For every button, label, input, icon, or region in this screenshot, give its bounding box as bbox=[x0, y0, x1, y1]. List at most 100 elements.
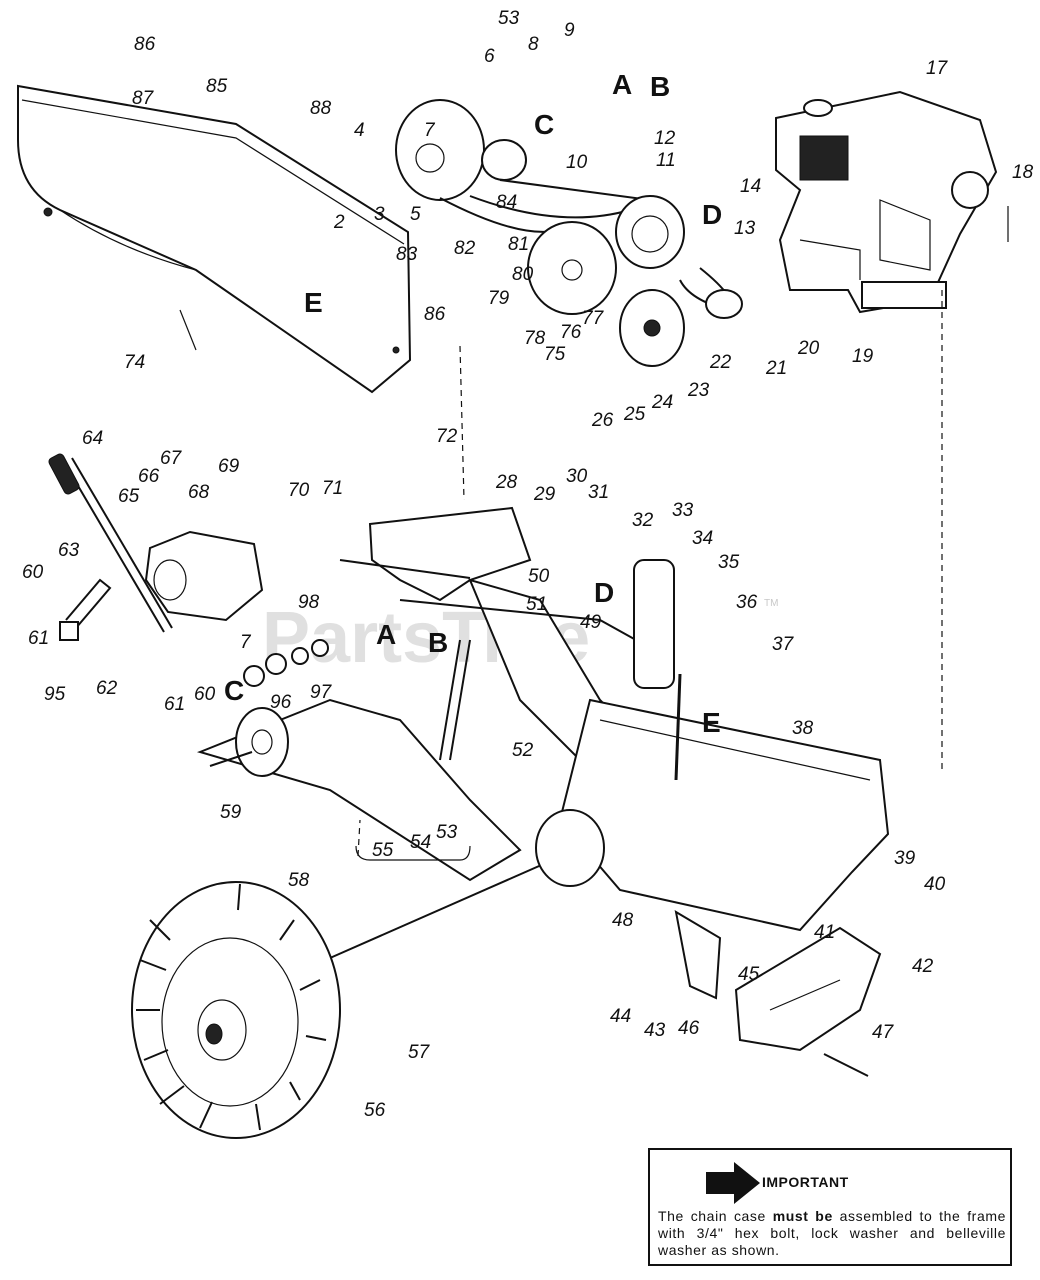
callout: 71 bbox=[322, 478, 343, 499]
shift-lever bbox=[48, 453, 264, 641]
callout: 87 bbox=[132, 88, 155, 109]
callout: 62 bbox=[96, 678, 118, 699]
callout: 32 bbox=[632, 510, 654, 531]
callout: 5 bbox=[410, 204, 421, 225]
callout: 65 bbox=[118, 486, 140, 507]
callout: 61 bbox=[164, 694, 185, 715]
callout: 23 bbox=[687, 380, 710, 401]
callout: 39 bbox=[894, 848, 916, 869]
notice-title: IMPORTANT bbox=[762, 1174, 849, 1190]
chain-case-cover bbox=[17, 84, 412, 394]
guide-lines bbox=[179, 290, 943, 861]
letter-c: C bbox=[534, 109, 554, 140]
callout: 31 bbox=[588, 482, 609, 503]
callout: 76 bbox=[560, 322, 582, 343]
callout: 63 bbox=[58, 540, 80, 561]
callout: 60 bbox=[22, 562, 44, 583]
callout: 24 bbox=[651, 392, 673, 413]
callout: 84 bbox=[496, 192, 517, 213]
callout: 83 bbox=[396, 244, 418, 265]
callout: 41 bbox=[814, 922, 835, 943]
callout: 96 bbox=[270, 692, 292, 713]
callout: 42 bbox=[912, 956, 934, 977]
callout: 50 bbox=[528, 566, 550, 587]
callout: 69 bbox=[218, 456, 240, 477]
callout: 10 bbox=[566, 152, 588, 173]
callout: 57 bbox=[408, 1042, 431, 1063]
callout: 26 bbox=[591, 410, 614, 431]
callout: 86 bbox=[134, 34, 156, 55]
callout: 48 bbox=[612, 910, 634, 931]
engine bbox=[775, 90, 1009, 314]
letter-e-lower: E bbox=[702, 707, 721, 738]
callout: 95 bbox=[44, 684, 66, 705]
callout: 44 bbox=[610, 1006, 631, 1027]
callout: 56 bbox=[364, 1100, 386, 1121]
callout: 36 bbox=[736, 592, 758, 613]
callout: 40 bbox=[924, 874, 946, 895]
letter-a: A bbox=[612, 69, 632, 100]
callout: 58 bbox=[288, 870, 310, 891]
callout: 29 bbox=[533, 484, 556, 505]
callout: 12 bbox=[654, 128, 676, 149]
callout: 78 bbox=[524, 328, 546, 349]
letter-b-lower: B bbox=[428, 627, 448, 658]
callout: 7 bbox=[240, 632, 252, 653]
callout: 28 bbox=[495, 472, 518, 493]
callout: 49 bbox=[580, 612, 602, 633]
callout: 98 bbox=[298, 592, 320, 613]
callout: 59 bbox=[220, 802, 242, 823]
callout: 45 bbox=[738, 964, 760, 985]
wheel-assembly bbox=[131, 809, 605, 1139]
notice-body-bold: must be bbox=[772, 1208, 833, 1224]
callout: 77 bbox=[582, 308, 605, 329]
callout: 13 bbox=[734, 218, 756, 239]
callout: 53 bbox=[436, 822, 458, 843]
callout: 11 bbox=[656, 150, 676, 171]
callout: 17 bbox=[926, 58, 949, 79]
letter-d: D bbox=[702, 199, 722, 230]
callout: 14 bbox=[740, 176, 761, 197]
watermark-tm: TM bbox=[764, 598, 778, 609]
callout: 21 bbox=[765, 358, 787, 379]
callout: 68 bbox=[188, 482, 210, 503]
letter-c-lower: C bbox=[224, 675, 244, 706]
notice-body-pre: The chain case bbox=[658, 1208, 773, 1224]
callout: 33 bbox=[672, 500, 694, 521]
notice-body: The chain case must be assembled to the … bbox=[658, 1208, 1006, 1259]
callout: 64 bbox=[82, 428, 103, 449]
callout: 25 bbox=[623, 404, 646, 425]
callout: 30 bbox=[566, 466, 588, 487]
callout: 66 bbox=[138, 466, 160, 487]
callout: 46 bbox=[678, 1018, 700, 1039]
callout: 34 bbox=[692, 528, 713, 549]
callout: 75 bbox=[544, 344, 566, 365]
callout: 8 bbox=[528, 34, 539, 55]
assembly-letters: A B C D E A B C D E bbox=[224, 69, 722, 738]
callout: 43 bbox=[644, 1020, 666, 1041]
front-weight-bracket bbox=[674, 910, 882, 1077]
callout: 18 bbox=[1012, 162, 1034, 183]
callout: 70 bbox=[288, 480, 310, 501]
callout: 82 bbox=[454, 238, 476, 259]
arrow-right-icon bbox=[706, 1162, 760, 1204]
callout: 53 bbox=[498, 8, 520, 29]
callout: 47 bbox=[872, 1022, 895, 1043]
callout: 2 bbox=[333, 212, 345, 233]
callout: 19 bbox=[852, 346, 874, 367]
callout: 7 bbox=[424, 120, 436, 141]
callout: 86 bbox=[424, 304, 446, 325]
callout: 60 bbox=[194, 684, 216, 705]
letter-b: B bbox=[650, 71, 670, 102]
callout: 81 bbox=[508, 234, 529, 255]
callout: 35 bbox=[718, 552, 740, 573]
callout: 4 bbox=[354, 120, 365, 141]
lower-pulley bbox=[209, 639, 329, 777]
callout: 80 bbox=[512, 264, 534, 285]
important-notice: IMPORTANT The chain case must be assembl… bbox=[648, 1148, 1012, 1266]
callout: 67 bbox=[160, 448, 183, 469]
callout: 38 bbox=[792, 718, 814, 739]
callout: 97 bbox=[310, 682, 333, 703]
letter-a-lower: A bbox=[376, 619, 396, 650]
callout: 74 bbox=[124, 352, 145, 373]
